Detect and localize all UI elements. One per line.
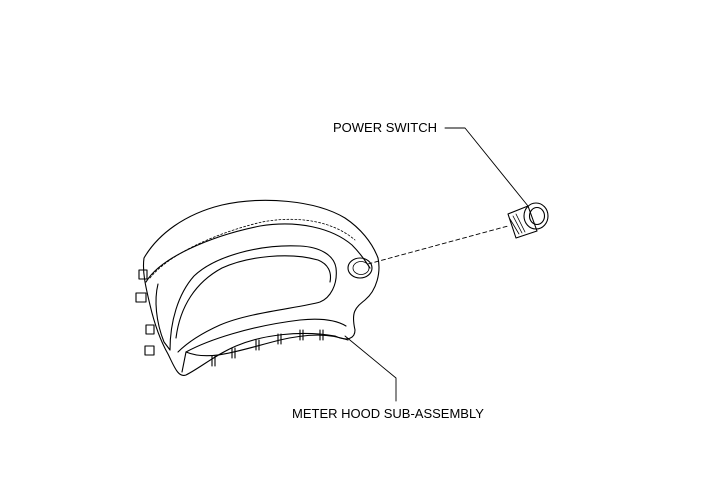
meter-hood-inner-lip [175, 255, 332, 339]
meter-hood-part [135, 199, 380, 376]
switch-mounting-hole-inner [352, 261, 370, 275]
meter-hood-label: METER HOOD SUB-ASSEMBLY [292, 406, 484, 421]
installation-dashed-line [367, 225, 509, 265]
power-switch-label: POWER SWITCH [333, 120, 437, 135]
power-switch-ribs [509, 213, 526, 235]
meter-hood-clips-bottom [211, 329, 324, 367]
power-switch-face [523, 202, 549, 230]
meter-hood-outline [142, 199, 380, 376]
switch-mounting-hole [347, 257, 373, 279]
meter-hood-top-edge [145, 223, 371, 283]
meter-hood-leader [344, 335, 397, 402]
power-switch-body [507, 205, 538, 239]
meter-hood-clips-left [135, 269, 155, 356]
power-switch-button [528, 206, 546, 226]
meter-hood-left-wall [155, 283, 171, 351]
meter-hood-opening [169, 245, 337, 353]
power-switch-part [507, 202, 549, 239]
power-switch-leader [444, 127, 529, 207]
meter-hood-bottom-rim [181, 334, 349, 373]
meter-hood-seam [149, 218, 356, 279]
meter-hood-lower-rim [185, 318, 347, 353]
